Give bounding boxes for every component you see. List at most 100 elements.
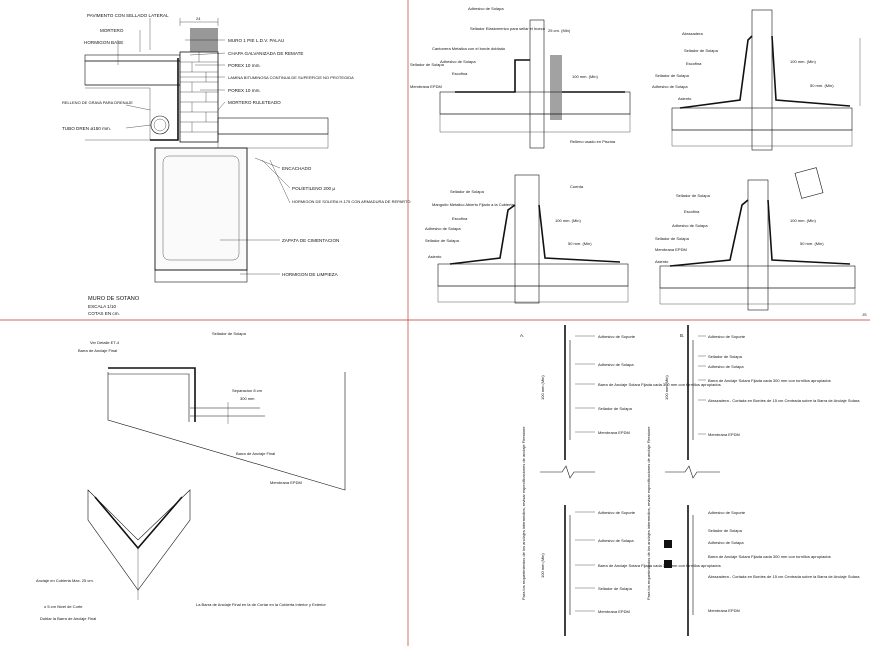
detail-a: Adhesivo de Solapa Sellador Elastomerico… <box>410 6 631 149</box>
footing <box>154 147 248 271</box>
label-hormigon-solera: HORMIGON DE SOLERA H-175 CON ARMADURA DE… <box>292 199 410 204</box>
brick-wall <box>179 28 219 143</box>
b-top-1: Sellador de Solapa <box>708 354 743 359</box>
caption-scale: ESCALA 1/10 <box>88 304 117 309</box>
dim-b-top: 100 mm (Min) <box>664 375 669 400</box>
label-hormigon-base: HORMIGON BASE <box>84 40 123 45</box>
termination-details: A. B. Adhesivo de Soporte Adhesivo de So… <box>520 325 860 636</box>
q3-label-2: Barra de Anclaje Final <box>78 348 117 353</box>
q3-label-0: Sellador de Solapa <box>212 331 247 336</box>
b-label-7: 50 mm. (Min) <box>810 83 834 88</box>
d-label-5: Asiento <box>655 259 669 264</box>
q1-leaders <box>117 18 291 275</box>
label-zapata: ZAPATA DE CIMENTACION <box>282 238 339 243</box>
q3-label-8: o 5 cm Nivel de Corte <box>44 604 83 609</box>
q3-label-7: Anclaje en Cubierta Max. 25 cm. <box>36 578 94 583</box>
side-note-b: Para los requerimientos de los anclajes … <box>646 426 651 600</box>
b-bot-4: Abrazadera - Cortada en Bordes de 15 cm … <box>708 574 860 579</box>
heading-b: B. <box>680 333 684 338</box>
a-top-3: Sellador de Solapa <box>598 406 633 411</box>
corner-anchor-details: Sellador de Solapa Ver Detalle ET-4 Barr… <box>36 331 346 621</box>
label-relleno: RELLENO DE GRAVA PARA DRENAJE <box>62 100 133 105</box>
a-top-1: Adhesivo de Solapa <box>598 362 634 367</box>
d-label-6: 100 mm. (Min) <box>790 218 816 223</box>
q3-label-1: Ver Detalle ET-4 <box>90 340 120 345</box>
a-label-6: Sellador de Solapa <box>410 62 445 67</box>
a-label-2: Cantonera Metalica con el borde doblado <box>432 46 506 51</box>
c-label-4: Adhesivo de Solapa <box>425 226 461 231</box>
d-label-2: Adhesivo de Solapa <box>672 223 708 228</box>
label-polietileno: POLIETILENO 200 µ <box>292 186 335 191</box>
b-label-3: Sellador de Solapa <box>655 73 690 78</box>
label-lamina: LAMINA BITUMINOSA CONTINUA DE SUPERFICIE… <box>228 75 354 80</box>
a-top-2: Barra de Anclaje Solara Fijada cada 300 … <box>598 382 721 387</box>
c-label-1: Sellador de Solapa <box>450 189 485 194</box>
drain-pipe-icon <box>150 115 170 135</box>
d-label-3: Sellador de Solapa <box>655 236 690 241</box>
label-pavimento: PAVIMENTO CON SELLADO LATERAL <box>87 13 169 18</box>
pipe-penetration-details: Adhesivo de Solapa Sellador Elastomerico… <box>410 6 867 317</box>
c-label-5: Sellador de Solapa <box>425 238 460 243</box>
a-label-10: 25 cm. (Min) <box>548 28 571 33</box>
a-top-0: Adhesivo de Soporte <box>598 334 636 339</box>
d-label-7: 50 mm. (Min) <box>800 241 824 246</box>
b-label-2: Escofina <box>686 61 702 66</box>
d-label-4: Membrana EPDM <box>655 247 687 252</box>
side-note-a: Para los requerimientos de los anclajes … <box>521 426 526 600</box>
basement-wall-section: 24 <box>62 13 410 316</box>
a-bot-2: Barra de Anclaje Solara Fijada cada 300 … <box>598 563 721 568</box>
a-label-9: 100 mm. (Min) <box>572 74 598 79</box>
a-label-7: Relleno usado en Piscina <box>570 139 616 144</box>
detail-c: Cuerda Sellador de Solapa Manguito Metal… <box>425 174 629 304</box>
b-bot-1: Sellador de Solapa <box>708 528 743 533</box>
c-label-8: 50 mm. (Min) <box>568 241 592 246</box>
a-top-4: Membrana EPDM <box>598 430 630 435</box>
d-label-0: Sellador de Solapa <box>676 193 711 198</box>
a-bot-3: Sellador de Solapa <box>598 586 633 591</box>
a-label-5: Membrana EPDM <box>410 84 442 89</box>
a-label-3: Adhesivo de Solapa <box>440 59 476 64</box>
label-encachado: ENCACHADO <box>282 166 312 171</box>
b-label-5: Asiento <box>678 96 692 101</box>
b-bot-3: Barra de Anclaje Solara Fijada cada 300 … <box>708 554 831 559</box>
q3-label-3: Separacion 8 cm <box>232 388 263 393</box>
label-mortero-ruleteado: MORTERO RULETEADO <box>228 100 281 105</box>
c-label-7: 100 mm. (Min) <box>555 218 581 223</box>
dim-top-label: 24 <box>196 16 201 21</box>
caption-title: MURO DE SOTANO <box>88 296 140 302</box>
label-tubo-dren: TUBO DREN ø150 mm. <box>62 126 111 131</box>
b-bot-5: Membrana EPDM <box>708 608 740 613</box>
c-label-0: Cuerda <box>570 184 584 189</box>
c-label-3: Escofina <box>452 216 468 221</box>
b-bot-2: Adhesivo de Solapa <box>708 540 744 545</box>
label-chapa: CHAPA GALVANIZADA DE REMATE <box>228 51 303 56</box>
b-bot-0: Adhesivo de Soporte <box>708 510 746 515</box>
dim-a-top: 100 mm (Min) <box>540 375 545 400</box>
a-bot-1: Adhesivo de Solapa <box>598 538 634 543</box>
dim-a-bot: 100 mm (Min) <box>540 553 545 578</box>
c-label-2: Manguito Metalico Abierto Fijado a la Cu… <box>432 202 515 207</box>
b-top-3: Barra de Anclaje Solara Fijada cada 300 … <box>708 378 831 383</box>
label-porex-1: POREX 10 mm. <box>228 63 261 68</box>
a-label-1: Sellador Elastomerico para sellar el hue… <box>470 26 546 31</box>
label-mortero: MORTERO <box>100 28 124 33</box>
q3-label-10: La Barra de Anclaje Final en la de Corta… <box>196 602 327 607</box>
q3-label-6: Membrana EPDM <box>270 480 302 485</box>
b-label-6: 100 mm. (Min) <box>790 59 816 64</box>
margin-mark: JS <box>862 312 867 317</box>
c-label-6: Asiento <box>428 254 442 259</box>
q3-label-5: Barra de Anclaje Final <box>236 451 275 456</box>
caption-units: COTAS EN cm. <box>88 311 120 316</box>
b-label-0: Abrazadera <box>682 31 703 36</box>
b-top-2: Adhesivo de Solapa <box>708 364 744 369</box>
heading-a: A. <box>520 333 524 338</box>
label-hormigon-limpieza: HORMIGON DE LIMPIEZA <box>282 272 339 277</box>
q3-label-9: Doblar la Barra de Anclaje Final <box>40 616 96 621</box>
a-label-0: Adhesivo de Solapa <box>468 6 504 11</box>
detail-d: Sellador de Solapa Escofina Adhesivo de … <box>655 167 856 311</box>
b-top-4: Abrazadera - Cortada en Bordes de 15 cm … <box>708 398 860 403</box>
b-top-5: Membrana EPDM <box>708 432 740 437</box>
a-bot-4: Membrana EPDM <box>598 609 630 614</box>
a-label-4: Escofina <box>452 71 468 76</box>
